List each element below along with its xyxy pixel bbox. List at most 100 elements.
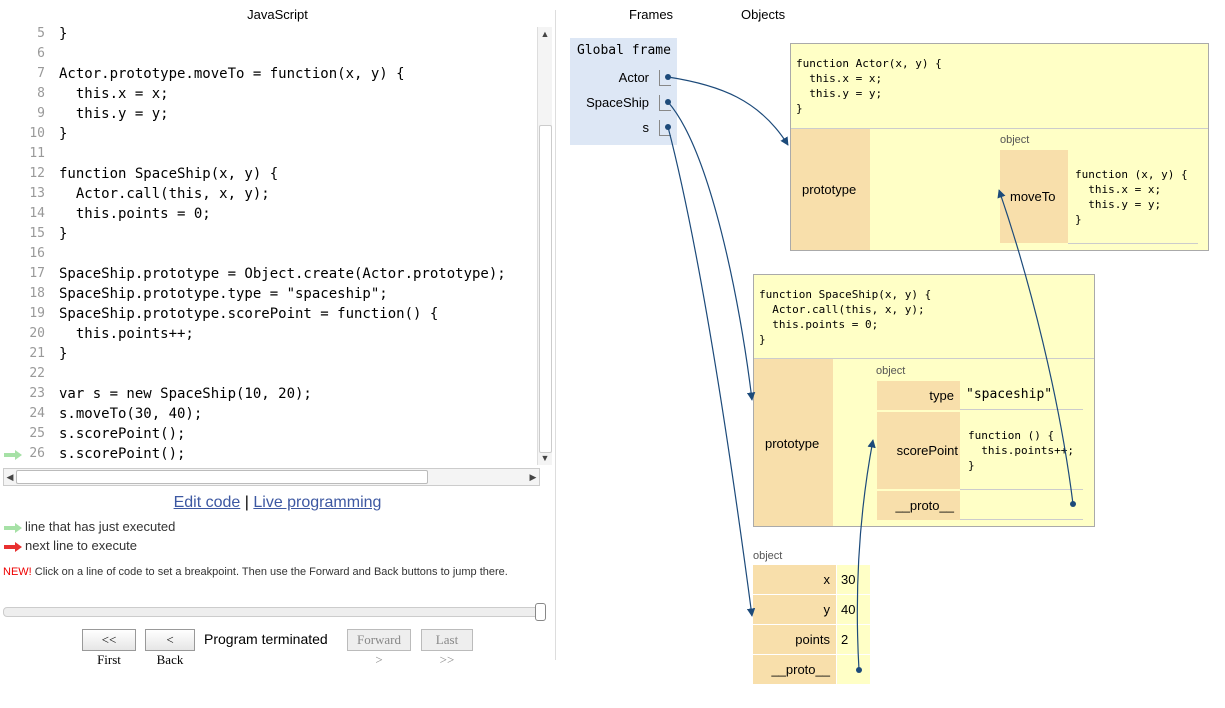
line-source: this.x = x; — [59, 86, 169, 102]
code-horizontal-scrollbar[interactable]: ◀ ▶ — [3, 468, 540, 486]
scroll-right-arrow-icon[interactable]: ▶ — [529, 472, 537, 482]
line-number[interactable]: 12 — [29, 166, 45, 181]
line-number[interactable]: 15 — [29, 226, 45, 241]
instance-value-cell: 2 — [837, 625, 870, 654]
spaceship-function-code: function SpaceShip(x, y) { Actor.call(th… — [759, 288, 932, 346]
spaceship-prototype-key: prototype — [765, 436, 820, 451]
instance-value-y: 40 — [841, 602, 856, 617]
instance-value-cell: 30 — [837, 565, 870, 594]
type-value: "spaceship" — [966, 387, 1053, 402]
line-number[interactable]: 19 — [29, 306, 45, 321]
line-source: } — [59, 346, 68, 362]
line-number[interactable]: 26 — [29, 446, 45, 461]
line-number[interactable]: 18 — [29, 286, 45, 301]
line-source: SpaceShip.prototype.scorePoint = functio… — [59, 306, 439, 322]
line-number[interactable]: 5 — [37, 26, 45, 41]
instance-key-cell: y — [753, 595, 836, 624]
var-actor: Actor — [618, 70, 649, 85]
line-source: SpaceShip.prototype = Object.create(Acto… — [59, 266, 506, 282]
line-source: Actor.prototype.moveTo = function(x, y) … — [59, 66, 405, 82]
line-source: } — [59, 26, 68, 42]
line-number[interactable]: 25 — [29, 426, 45, 441]
instance-object-label: object — [753, 550, 783, 562]
line-number[interactable]: 14 — [29, 206, 45, 221]
scorepoint-key-cell: scorePoint — [877, 412, 960, 489]
scroll-left-arrow-icon[interactable]: ◀ — [6, 472, 14, 482]
scroll-up-arrow-icon[interactable]: ▲ — [540, 29, 550, 39]
language-title: JavaScript — [247, 7, 308, 22]
first-button[interactable]: << First — [82, 629, 136, 667]
line-number[interactable]: 17 — [29, 266, 45, 281]
scroll-thumb[interactable] — [16, 470, 428, 484]
notice-text: Click on a line of code to set a breakpo… — [31, 566, 508, 578]
line-number[interactable]: 22 — [29, 366, 45, 381]
instance-key-x: x — [823, 572, 831, 587]
scroll-down-arrow-icon[interactable]: ▼ — [540, 453, 550, 463]
line-number[interactable]: 21 — [29, 346, 45, 361]
moveto-key-cell: moveTo — [1000, 150, 1068, 243]
live-programming-link[interactable]: Live programming — [253, 494, 382, 511]
arrow-s-to-instance — [667, 126, 756, 617]
code-vertical-scrollbar[interactable]: ▲ ▼ — [537, 27, 552, 465]
current-line-arrow-icon — [4, 450, 22, 460]
line-source: s.scorePoint(); — [59, 426, 186, 442]
line-number[interactable]: 20 — [29, 326, 45, 341]
scorepoint-key: scorePoint — [896, 443, 958, 458]
line-source: s.moveTo(30, 40); — [59, 406, 203, 422]
line-number[interactable]: 13 — [29, 186, 45, 201]
frames-header: Frames — [629, 7, 674, 22]
actor-proto-object-label: object — [1000, 134, 1030, 146]
var-actor-pointer — [659, 70, 671, 86]
last-button[interactable]: Last >> — [421, 629, 473, 667]
line-number[interactable]: 6 — [37, 46, 45, 61]
legend-just-executed: line that has just executed — [4, 519, 175, 534]
spaceship-prototype-key-cell: prototype — [754, 359, 833, 526]
spaceship-proto-object-label: object — [876, 365, 906, 377]
line-number[interactable]: 10 — [29, 126, 45, 141]
actor-prototype-key-cell: prototype — [791, 129, 870, 250]
proto-key-cell: __proto__ — [877, 491, 960, 520]
line-number[interactable]: 24 — [29, 406, 45, 421]
instance-value-cell — [837, 655, 870, 684]
line-source: this.points = 0; — [59, 206, 211, 222]
edit-links: Edit code | Live programming — [0, 494, 555, 512]
proto-key: __proto__ — [895, 498, 954, 513]
line-source: Actor.call(this, x, y); — [59, 186, 270, 202]
execution-status: Program terminated — [204, 631, 328, 647]
instance-key-points: points — [795, 632, 830, 647]
link-separator: | — [244, 494, 249, 511]
line-source: } — [59, 226, 68, 242]
back-button[interactable]: < Back — [145, 629, 195, 667]
divider — [960, 519, 1083, 520]
line-number[interactable]: 11 — [29, 146, 45, 161]
breakpoint-notice: NEW! Click on a line of code to set a br… — [3, 566, 533, 579]
divider — [791, 128, 1208, 129]
actor-function-object: function Actor(x, y) { this.x = x; this.… — [790, 43, 1209, 251]
global-frame: Global frame Actor SpaceShip s — [570, 38, 677, 145]
execution-slider[interactable] — [3, 603, 546, 621]
global-frame-title: Global frame — [577, 43, 671, 58]
instance-value-cell: 40 — [837, 595, 870, 624]
line-number[interactable]: 7 — [37, 66, 45, 81]
spaceship-function-object: function SpaceShip(x, y) { Actor.call(th… — [753, 274, 1095, 527]
pane-divider — [555, 10, 556, 660]
divider — [754, 358, 1094, 359]
line-number[interactable]: 8 — [37, 86, 45, 101]
instance-key-y: y — [823, 602, 831, 617]
instance-key-proto: __proto__ — [771, 662, 830, 677]
line-number[interactable]: 23 — [29, 386, 45, 401]
line-number[interactable]: 16 — [29, 246, 45, 261]
instance-object: x 30 y 40 points 2 __proto__ — [753, 565, 870, 685]
slider-handle[interactable] — [535, 603, 546, 621]
new-tag: NEW! — [3, 566, 32, 578]
green-arrow-icon — [4, 522, 22, 533]
moveto-function-code: function (x, y) { this.x = x; this.y = y… — [1075, 168, 1188, 226]
edit-code-link[interactable]: Edit code — [173, 494, 241, 511]
var-spaceship: SpaceShip — [586, 95, 649, 110]
code-editor[interactable]: 5} 6 7 Actor.prototype.moveTo = function(x,… — [0, 24, 537, 462]
line-number[interactable]: 9 — [37, 106, 45, 121]
var-s-pointer — [659, 120, 671, 136]
forward-button[interactable]: Forward > — [347, 629, 411, 667]
scroll-thumb[interactable] — [539, 125, 552, 453]
red-arrow-icon — [4, 541, 22, 552]
